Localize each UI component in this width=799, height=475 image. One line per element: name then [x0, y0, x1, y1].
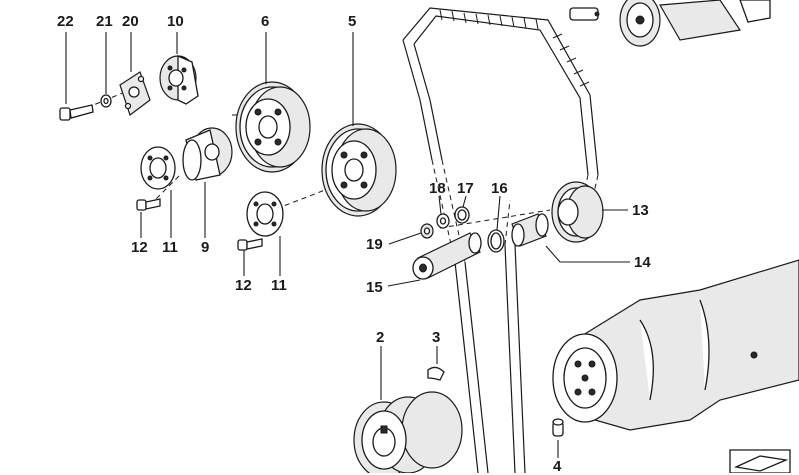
- callout-21: 21: [96, 13, 113, 30]
- flange-10: [159, 55, 199, 105]
- callout-13: 13: [632, 202, 649, 219]
- callout-4: 4: [553, 458, 562, 475]
- leader-lines: [65, 32, 630, 458]
- ring-17: [454, 206, 470, 224]
- callout-12-upper: 12: [131, 239, 148, 256]
- tensioner-15: [412, 232, 482, 280]
- callout-11-upper: 11: [162, 239, 178, 256]
- o-ring-16: [487, 229, 505, 253]
- callout-2: 2: [376, 329, 385, 346]
- camshaft: [569, 0, 771, 47]
- callout-17: 17: [457, 180, 474, 197]
- sprocket-13: [551, 181, 604, 243]
- bolt-12-lower: [237, 238, 263, 251]
- callout-19: 19: [366, 236, 383, 253]
- bolt-22: [59, 104, 94, 121]
- lock-plate-11-upper: [140, 146, 176, 190]
- crank-sprocket-2: [353, 391, 463, 473]
- callout-3: 3: [432, 329, 441, 346]
- bolt-12-upper: [136, 198, 161, 211]
- callout-15: 15: [366, 279, 383, 296]
- callout-20: 20: [122, 13, 139, 30]
- timing-chain: [402, 7, 599, 473]
- callout-16: 16: [491, 180, 508, 197]
- callout-9: 9: [201, 239, 210, 256]
- pin-4: [552, 418, 564, 437]
- lock-plate-11-lower: [246, 191, 284, 237]
- callout-11-lower: 11: [271, 277, 287, 294]
- callout-14: 14: [634, 254, 651, 271]
- hub-9: [182, 127, 233, 181]
- sleeve-14: [511, 213, 549, 247]
- callout-6: 6: [261, 13, 270, 30]
- crankshaft: [552, 259, 799, 431]
- sprocket-5: [321, 123, 397, 217]
- callout-18: 18: [429, 180, 446, 197]
- corner-stamp: [729, 449, 791, 473]
- callout-12-lower: 12: [235, 277, 252, 294]
- callout-22: 22: [57, 13, 74, 30]
- key-3: [427, 366, 445, 381]
- nut-19: [420, 223, 434, 239]
- callout-10: 10: [167, 13, 184, 30]
- callout-5: 5: [348, 13, 357, 30]
- washer-21: [100, 94, 112, 108]
- bracket-20: [119, 71, 151, 116]
- sprocket-6: [235, 81, 311, 173]
- washer-18: [436, 213, 450, 229]
